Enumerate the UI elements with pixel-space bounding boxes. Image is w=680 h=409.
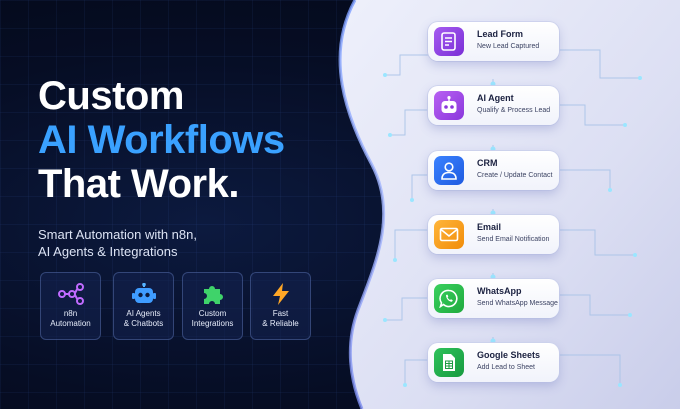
circuit-lines bbox=[385, 49, 640, 385]
workflow-node-ai-agent[interactable]: AI Agent Qualify & Process Lead bbox=[428, 86, 559, 125]
grid-background bbox=[0, 0, 400, 409]
feature-card-line-2: & Reliable bbox=[262, 319, 299, 328]
feature-card-line-1: Fast bbox=[272, 309, 289, 318]
workflow-node-icon-tile bbox=[434, 348, 464, 377]
workflow-node-title: WhatsApp bbox=[477, 286, 522, 296]
workflow-node-icon-tile bbox=[434, 91, 464, 120]
workflow-node-subtitle: Create / Update Contact bbox=[477, 172, 553, 179]
envelope-icon bbox=[439, 227, 459, 242]
headline-line-3: That Work. bbox=[38, 162, 239, 206]
feature-card-automation: n8n Automation bbox=[40, 272, 101, 340]
workflow-node-subtitle: Qualify & Process Lead bbox=[477, 107, 551, 114]
workflow-node-email[interactable]: Email Send Email Notification bbox=[428, 215, 559, 254]
puzzle-icon bbox=[203, 286, 223, 304]
robot-icon bbox=[441, 96, 457, 113]
workflow-node-subtitle: New Lead Captured bbox=[477, 43, 540, 50]
feature-card-line-1: Custom bbox=[198, 309, 227, 318]
feature-card-integrations: Custom Integrations bbox=[182, 272, 243, 340]
workflow-node-title: Lead Form bbox=[477, 29, 524, 39]
feature-card-line-1: AI Agents bbox=[126, 309, 161, 318]
form-document-icon bbox=[441, 32, 456, 51]
headline-line-2: AI Workflows bbox=[38, 118, 285, 162]
n8n-nodes-icon bbox=[57, 283, 84, 305]
circuit-nodes bbox=[383, 73, 642, 387]
user-icon bbox=[441, 162, 457, 180]
headline-line-1: Custom bbox=[38, 74, 184, 118]
workflow-node-title: Google Sheets bbox=[477, 350, 541, 360]
workflow-node-icon-tile bbox=[434, 156, 464, 185]
panel-edge-glow bbox=[338, 0, 386, 409]
workflow-node-title: Email bbox=[477, 222, 502, 232]
feature-card-line-2: & Chatbots bbox=[123, 319, 164, 328]
sheet-icon bbox=[443, 354, 455, 371]
panel-shape bbox=[340, 0, 680, 409]
workflow-node-subtitle: Add Lead to Sheet bbox=[477, 364, 535, 371]
workflow-node-title: AI Agent bbox=[477, 93, 514, 103]
workflow-node-google-sheets[interactable]: Google Sheets Add Lead to Sheet bbox=[428, 343, 559, 382]
workflow-node-icon-tile bbox=[434, 27, 464, 56]
subtitle-line-1: Smart Automation with n8n, bbox=[38, 227, 197, 242]
lightning-icon bbox=[272, 283, 289, 305]
feature-card-line-2: Automation bbox=[50, 319, 91, 328]
feature-card-fast: Fast & Reliable bbox=[250, 272, 311, 340]
subtitle-line-2: AI Agents & Integrations bbox=[38, 244, 178, 259]
workflow-node-subtitle: Send Email Notification bbox=[477, 236, 550, 243]
subtitle: Smart Automation with n8n, AI Agents & I… bbox=[38, 226, 197, 260]
workflow-node-crm[interactable]: CRM Create / Update Contact bbox=[428, 151, 559, 190]
feature-card-line-1: n8n bbox=[63, 309, 78, 318]
workflow-node-whatsapp[interactable]: WhatsApp Send WhatsApp Message bbox=[428, 279, 559, 318]
workflow-node-title: CRM bbox=[477, 158, 498, 168]
feature-card-ai-agents: AI Agents & Chatbots bbox=[113, 272, 174, 340]
workflow-node-lead-form[interactable]: Lead Form New Lead Captured bbox=[428, 22, 559, 61]
headline: Custom AI Workflows That Work. bbox=[38, 74, 285, 206]
workflow-node-icon-tile bbox=[434, 220, 464, 249]
whatsapp-icon bbox=[439, 289, 458, 308]
feature-card-line-2: Integrations bbox=[191, 319, 234, 328]
robot-icon bbox=[131, 283, 156, 303]
workflow-node-icon-tile bbox=[434, 284, 464, 313]
workflow-node-subtitle: Send WhatsApp Message bbox=[477, 300, 558, 307]
